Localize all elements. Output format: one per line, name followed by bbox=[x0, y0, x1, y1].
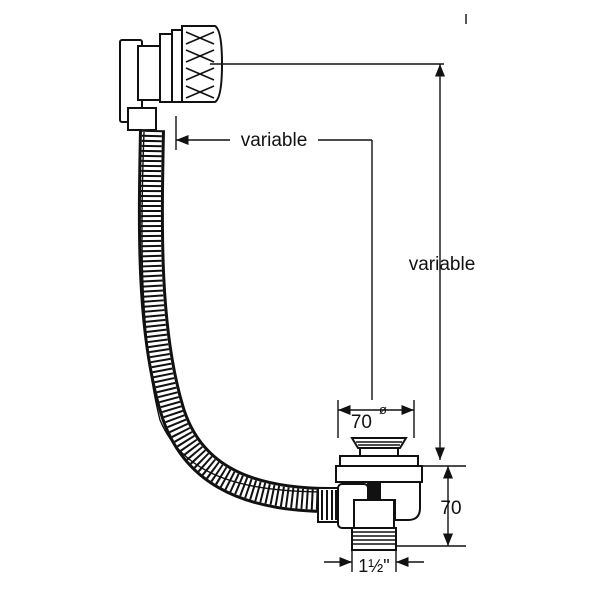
horizontal-variable-label: variable bbox=[241, 130, 308, 151]
vertical-variable-label: variable bbox=[409, 254, 476, 275]
dimension-lines bbox=[175, 14, 467, 572]
flexible-hose-icon bbox=[137, 129, 331, 513]
overflow-rosette-icon bbox=[119, 25, 224, 131]
drain-diameter-label: 70 bbox=[351, 412, 372, 433]
thread-size-label: 1½" bbox=[358, 556, 389, 576]
waste-plug-icon bbox=[350, 437, 408, 457]
height-label: 70 bbox=[440, 498, 461, 519]
diameter-symbol: ø bbox=[379, 402, 387, 417]
trap-body-icon bbox=[317, 455, 423, 551]
